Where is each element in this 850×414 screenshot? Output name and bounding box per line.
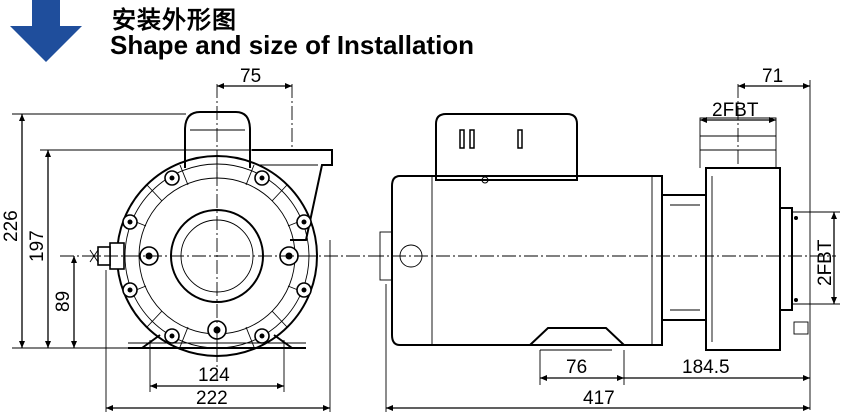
dim-75: 75 xyxy=(240,66,261,87)
dim-222: 222 xyxy=(196,388,228,409)
motor-body xyxy=(379,175,663,346)
motor-foot xyxy=(527,327,627,346)
dim-71: 71 xyxy=(762,66,783,87)
dim-226: 226 xyxy=(1,210,22,242)
title-chinese: 安装外形图 xyxy=(112,6,237,34)
pump-housing-side xyxy=(699,117,809,351)
dim-89: 89 xyxy=(53,291,74,312)
dim-417: 417 xyxy=(583,388,615,409)
discharge-pipe xyxy=(252,149,333,241)
dim-76: 76 xyxy=(566,357,587,378)
outlet-dome xyxy=(184,111,251,168)
dim-2fbt-top: 2FBT xyxy=(712,100,759,121)
motor-flange xyxy=(662,194,707,321)
dim-124: 124 xyxy=(198,365,230,386)
dim-184-5: 184.5 xyxy=(682,357,730,378)
capacitor-box xyxy=(435,113,578,184)
dim-197: 197 xyxy=(27,230,48,262)
title-english: Shape and size of Installation xyxy=(110,30,475,60)
down-arrow-icon xyxy=(10,0,82,62)
dim-2fbt-right: 2FBT xyxy=(815,239,836,286)
